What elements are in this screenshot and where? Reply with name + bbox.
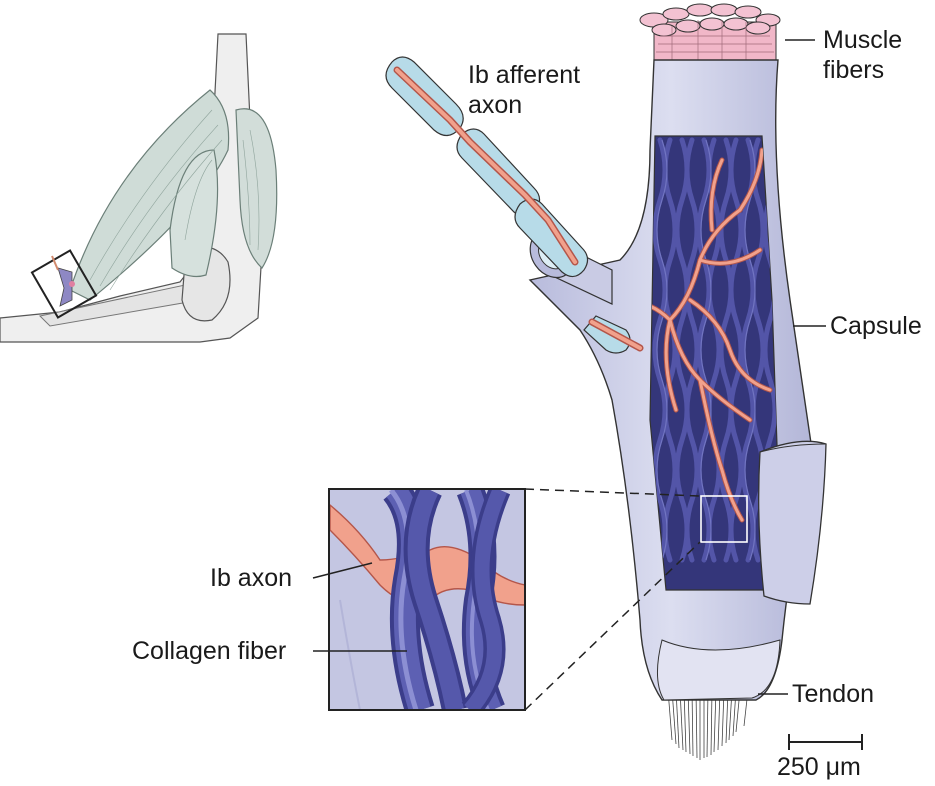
scale-bar-label: 250 μm	[777, 753, 861, 781]
inset-connector-bottom	[524, 541, 701, 711]
label-tendon: Tendon	[792, 680, 875, 708]
capsule-flap	[758, 440, 827, 605]
ib-afferent-axon	[385, 56, 644, 354]
leader-lines	[312, 39, 826, 695]
inset-frame	[328, 488, 526, 711]
arm-inset-box	[30, 249, 98, 319]
arm-illustration	[0, 33, 278, 343]
label-ib-axon: Ib axon	[210, 564, 293, 592]
muscle-fiber-bundles	[639, 3, 781, 63]
triceps-muscle	[235, 108, 278, 269]
brachialis-muscle	[169, 149, 219, 278]
zoom-region-box	[700, 495, 748, 543]
label-muscle-fibers: Muscle fibers	[823, 26, 903, 84]
label-capsule: Capsule	[830, 312, 922, 340]
scale-bar	[788, 734, 863, 750]
leader-ib-axon	[312, 562, 373, 579]
label-collagen-fiber: Collagen fiber	[132, 637, 287, 665]
capsule	[528, 3, 827, 760]
magnified-inset	[328, 488, 701, 711]
collagen-fibers	[650, 137, 778, 563]
tendon-fibers	[667, 689, 749, 760]
biceps-muscle	[69, 89, 230, 301]
label-ib-afferent-axon: Ib afferent axon	[468, 61, 581, 119]
